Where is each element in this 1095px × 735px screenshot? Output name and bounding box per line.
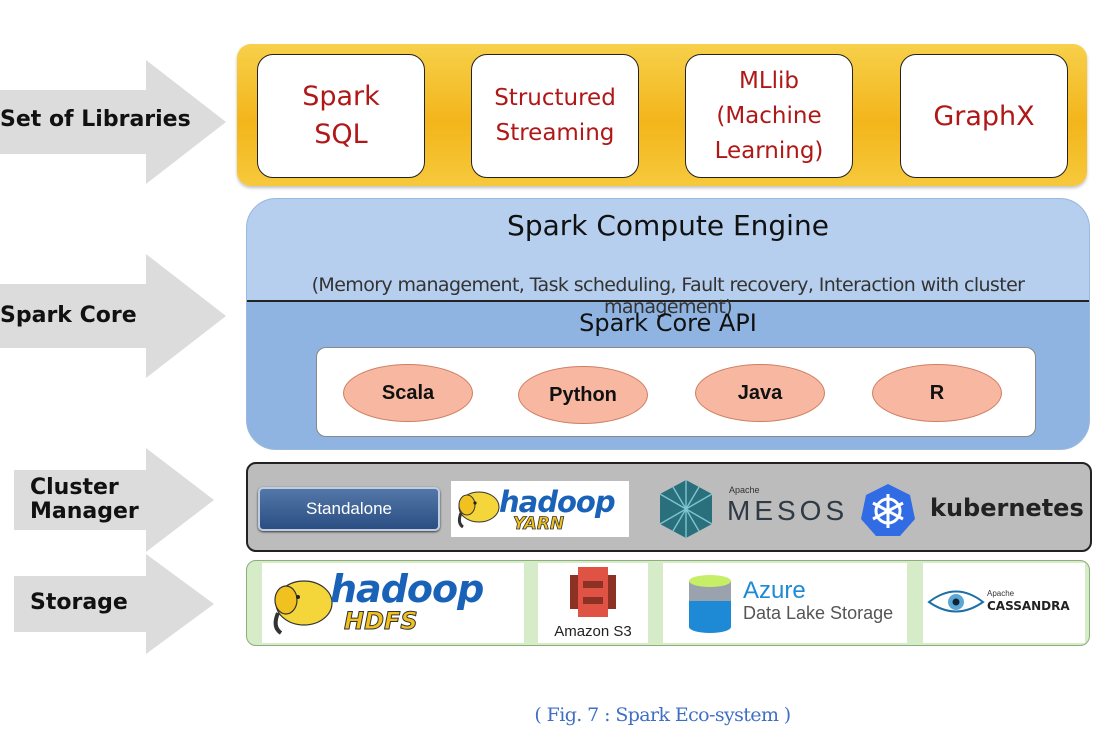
language-java: Java <box>695 364 825 422</box>
mesos-logo: Apache MESOS <box>653 478 844 540</box>
storage-arrow: Storage <box>14 554 224 654</box>
yarn-logo-text: hadoop <box>499 485 616 519</box>
azure-storage-icon <box>689 575 731 633</box>
cassandra-logo: Apache CASSANDRA <box>923 563 1085 643</box>
kubernetes-icon <box>861 484 915 536</box>
mesos-icon <box>659 480 713 538</box>
language-r: R <box>872 364 1002 422</box>
libraries-band: Spark SQL Structured Streaming MLlib (Ma… <box>237 44 1087 186</box>
library-spark-sql: Spark SQL <box>257 54 425 178</box>
language-python: Python <box>518 366 648 424</box>
figure-caption: ( Fig. 7 : Spark Eco-system ) <box>534 704 791 726</box>
arrow-shape <box>14 554 214 654</box>
cassandra-small-text: Apache <box>987 589 1015 598</box>
s3-bucket-icon <box>570 567 616 617</box>
mesos-text: MESOS <box>727 495 849 526</box>
layer-label-core: Spark Core <box>0 303 137 328</box>
hadoop-yarn-logo: hadoop YARN <box>451 481 629 537</box>
yarn-sub-text: YARN <box>513 514 565 535</box>
core-arrow: Spark Core <box>0 254 230 378</box>
elephant-icon <box>273 580 333 635</box>
hdfs-logo-text: hadoop <box>330 567 484 611</box>
azure-data-lake-logo: Azure Data Lake Storage <box>663 563 907 643</box>
core-api-title: Spark Core API <box>579 309 757 337</box>
compute-engine-section <box>247 199 1089 302</box>
spark-sql-line2: SQL <box>314 119 368 150</box>
library-graphx: GraphX <box>900 54 1068 178</box>
hadoop-hdfs-logo: hadoop HDFS <box>262 563 524 643</box>
kubernetes-text: kubernetes <box>930 494 1084 522</box>
amazon-s3-logo: Amazon S3 <box>538 563 648 643</box>
languages-panel: Scala Python Java R <box>316 347 1036 437</box>
azure-label: Azure <box>743 577 806 604</box>
layer-label-cluster-line2: Manager <box>30 499 139 524</box>
library-structured-streaming: Structured Streaming <box>471 54 639 178</box>
arrow-shape <box>0 254 226 378</box>
cluster-manager-block: Standalone hadoop YARN Apache MESOS kube… <box>246 462 1092 552</box>
storage-block: hadoop HDFS Amazon S3 Azure Data Lake St… <box>246 560 1090 646</box>
spark-core-block: Spark Compute Engine (Memory management,… <box>246 198 1090 450</box>
streaming-line1: Structured <box>494 85 616 111</box>
engine-title: Spark Compute Engine <box>507 209 829 242</box>
graphx-label: GraphX <box>933 100 1035 132</box>
mesos-small-text: Apache <box>729 485 760 495</box>
engine-subtitle: (Memory management, Task scheduling, Fau… <box>311 274 1025 318</box>
kubernetes-logo: kubernetes <box>860 482 1084 538</box>
streaming-line2: Streaming <box>495 120 615 146</box>
standalone-badge: Standalone <box>258 487 440 531</box>
mllib-line1: MLlib <box>738 67 800 94</box>
layer-label-storage: Storage <box>30 590 128 615</box>
elephant-icon <box>457 491 500 529</box>
mllib-line3: Learning) <box>714 137 824 164</box>
layer-label-libraries: Set of Libraries <box>0 107 191 132</box>
arrow-shape <box>0 60 226 184</box>
spark-sql-line1: Spark <box>302 81 380 112</box>
arrow-shape <box>14 448 214 552</box>
cassandra-text: CASSANDRA <box>987 599 1070 613</box>
cluster-arrow: Cluster Manager <box>14 448 224 552</box>
cassandra-eye-icon <box>927 590 985 613</box>
libraries-arrow: Set of Libraries <box>0 60 230 184</box>
language-scala: Scala <box>343 364 473 422</box>
hdfs-sub-text: HDFS <box>344 607 419 636</box>
s3-label: Amazon S3 <box>554 623 632 640</box>
library-mllib: MLlib (Machine Learning) <box>685 54 853 178</box>
mllib-line2: (Machine <box>716 102 822 129</box>
layer-label-cluster-line1: Cluster <box>30 475 119 500</box>
azure-sub-label: Data Lake Storage <box>743 603 894 623</box>
